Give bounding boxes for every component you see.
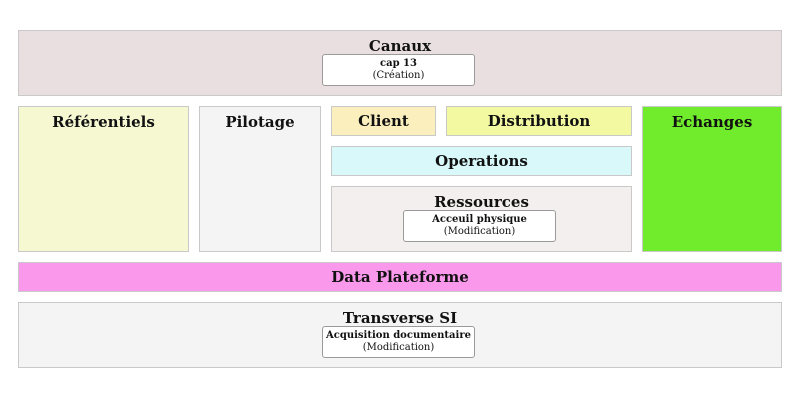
domain-operations[interactable]: Operations	[331, 146, 632, 176]
domain-title: Pilotage	[225, 113, 295, 131]
domain-title: Client	[358, 112, 409, 130]
domain-distribution[interactable]: Distribution	[446, 106, 632, 136]
domain-client[interactable]: Client	[331, 106, 436, 136]
tag-status: (Modification)	[362, 342, 435, 353]
domain-pilotage[interactable]: Pilotage	[199, 106, 321, 252]
domain-echanges[interactable]: Echanges	[642, 106, 782, 252]
tag-name: cap 13	[380, 58, 417, 69]
tag-status: (Création)	[372, 70, 425, 81]
tag-status: (Modification)	[443, 226, 516, 237]
tag-name: Acquisition documentaire	[326, 330, 471, 341]
application-tag-acquisition-documentaire[interactable]: Acquisition documentaire (Modification)	[322, 326, 475, 358]
domain-data-plateforme[interactable]: Data Plateforme	[18, 262, 782, 292]
domain-title: Echanges	[671, 113, 753, 131]
domain-title: Data Plateforme	[331, 268, 469, 286]
domain-title: Ressources	[434, 193, 529, 211]
domain-title: Operations	[435, 152, 528, 170]
domain-title: Canaux	[368, 37, 432, 55]
domain-title: Transverse SI	[342, 309, 458, 327]
domain-title: Distribution	[487, 112, 591, 130]
domain-title: Référentiels	[52, 113, 155, 131]
domain-referentiels[interactable]: Référentiels	[18, 106, 189, 252]
tag-name: Acceuil physique	[432, 214, 527, 225]
application-tag-acceuil-physique[interactable]: Acceuil physique (Modification)	[403, 210, 556, 242]
application-tag-cap13[interactable]: cap 13 (Création)	[322, 54, 475, 86]
